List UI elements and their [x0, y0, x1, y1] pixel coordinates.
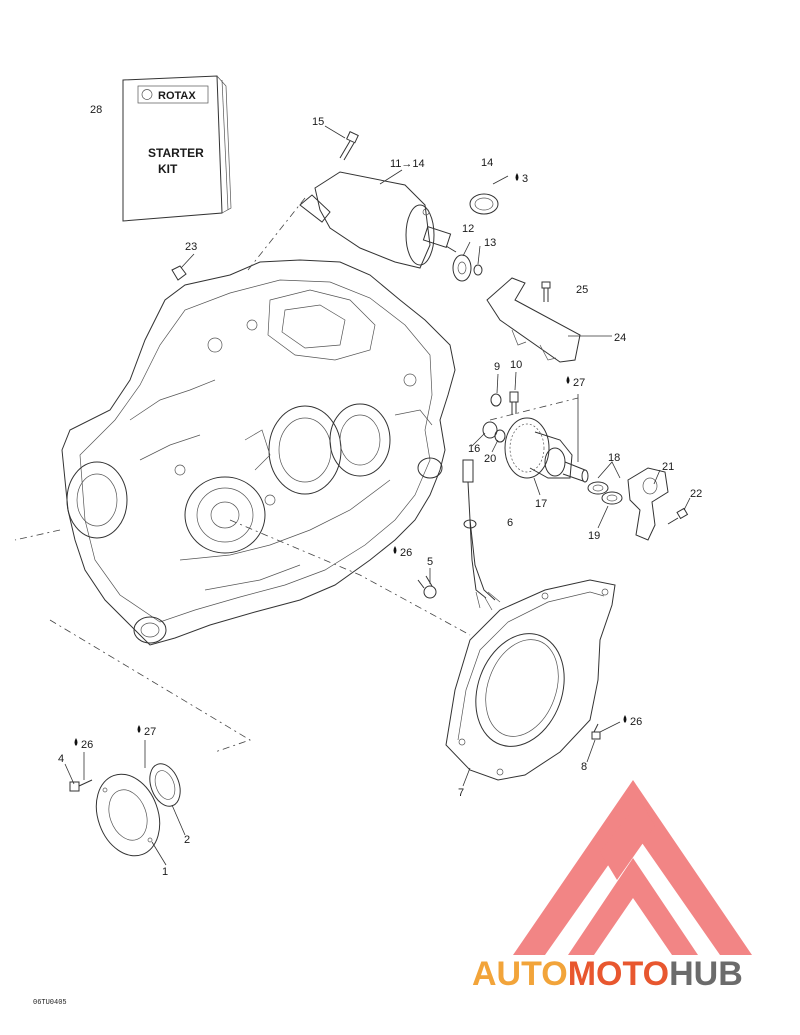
callout-28: 28 [90, 104, 102, 116]
screw-5 [417, 575, 437, 599]
callout-6: 6 [507, 517, 513, 529]
callout-1: 1 [162, 866, 168, 878]
starter-motor [299, 171, 457, 269]
callout-7: 7 [458, 787, 464, 799]
screw-4 [69, 779, 93, 792]
callout-22: 22 [690, 488, 702, 500]
drop-icon [566, 376, 570, 384]
callout-14: 14 [481, 157, 493, 169]
lubricant-drops [74, 173, 627, 746]
screw-22 [667, 507, 689, 525]
drop-icon [74, 738, 78, 746]
automotohub-watermark: AUTOMOTOHUB [472, 780, 752, 993]
kit-title-line1: STARTER [148, 146, 204, 160]
watermark-text-moto: MOTO [568, 955, 669, 993]
svg-text:AUTOMOTOHUB: AUTOMOTOHUB [472, 955, 743, 993]
starter-drive-17 [504, 417, 589, 483]
ring-13 [473, 264, 483, 276]
lubricant-ref-27-b: 27 [144, 726, 156, 738]
sleeve-23 [171, 265, 187, 281]
watermark-text-auto: AUTO [472, 955, 568, 993]
ring-20 [494, 429, 506, 443]
figure-code: 06TU0405 [33, 999, 67, 1007]
callout-16: 16 [468, 443, 480, 455]
callout-20: 20 [484, 453, 496, 465]
lubricant-ref-26-c: 26 [81, 739, 93, 751]
starter-cover-24 [486, 277, 581, 363]
callout-24: 24 [614, 332, 626, 344]
alignment-lines [14, 197, 579, 753]
kit-brand-text: ROTAX [158, 90, 196, 102]
sensor-6 [462, 459, 501, 611]
screw-8 [591, 723, 601, 740]
kit-title-line2: KIT [158, 162, 178, 176]
support-21 [627, 467, 669, 541]
crankcase-housing [61, 259, 456, 646]
bolt-10 [509, 391, 519, 414]
washers-18-19 [587, 481, 623, 505]
callout-11-14: 11→14 [390, 158, 425, 170]
bolt-15 [339, 131, 359, 161]
seal-2 [149, 763, 181, 807]
callout-19: 19 [588, 530, 600, 542]
watermark-logo-icon [513, 780, 752, 955]
callout-2: 2 [184, 834, 190, 846]
bolt-25 [541, 281, 551, 302]
lubricant-ref-26-b: 26 [630, 716, 642, 728]
callout-23: 23 [185, 241, 197, 253]
starter-kit-box: ROTAX STARTER KIT [122, 75, 232, 222]
callout-4: 4 [58, 753, 64, 765]
gear-12 [452, 254, 472, 282]
bushing-16 [482, 421, 498, 439]
callout-21: 21 [662, 461, 674, 473]
callout-12: 12 [462, 223, 474, 235]
ring-1 [95, 773, 161, 857]
leader-lines [64, 125, 691, 866]
magneto-cover-7 [445, 579, 616, 781]
callout-labels: 28 15 11→14 14 12 13 23 25 24 9 10 16 20… [33, 104, 702, 1007]
callout-15: 15 [312, 116, 324, 128]
lubricant-ref-3: 3 [522, 173, 528, 185]
callout-18: 18 [608, 452, 620, 464]
callout-17: 17 [535, 498, 547, 510]
callout-5: 5 [427, 556, 433, 568]
lubricant-ref-26-a: 26 [400, 547, 412, 559]
watermark-text-hub: HUB [669, 955, 743, 993]
callout-9: 9 [494, 361, 500, 373]
drop-icon [137, 725, 141, 733]
callout-25: 25 [576, 284, 588, 296]
drop-icon [623, 715, 627, 723]
lubricant-ref-27-a: 27 [573, 377, 585, 389]
callout-10: 10 [510, 359, 522, 371]
drop-icon [515, 173, 519, 181]
drop-icon [393, 546, 397, 554]
washer-9 [490, 393, 502, 407]
o-ring-14 [469, 193, 499, 215]
callout-8: 8 [581, 761, 587, 773]
callout-13: 13 [484, 237, 496, 249]
